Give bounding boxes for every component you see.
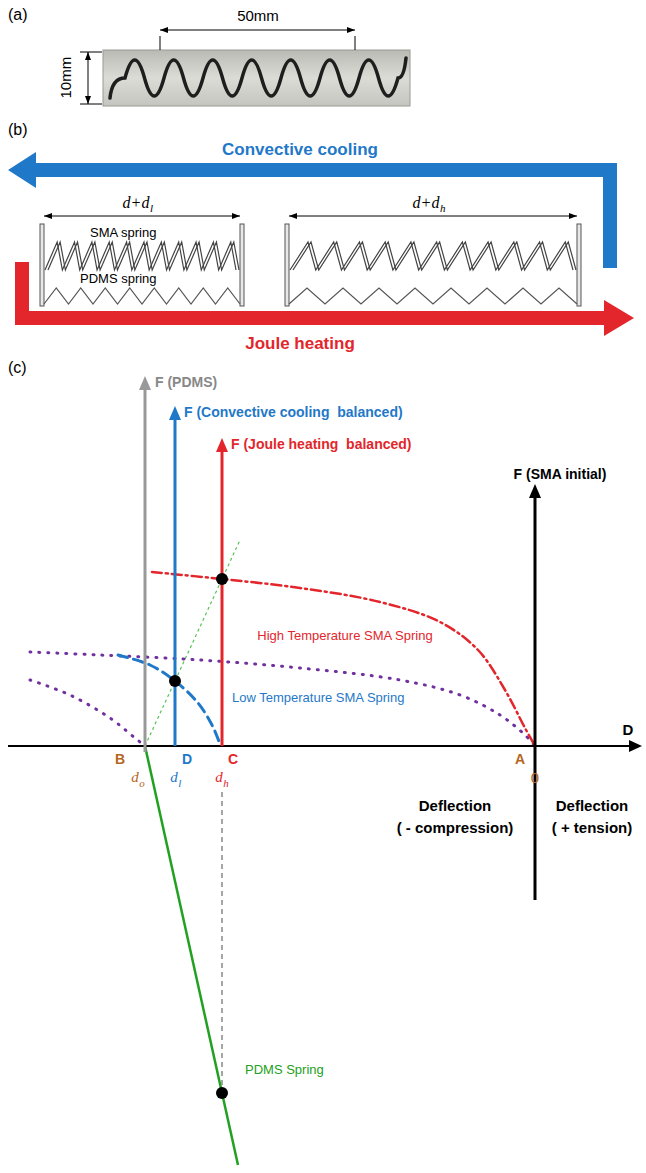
force-axis [534,496,537,900]
point-label: A [515,751,525,767]
sma-wire [110,58,406,98]
end-plate [577,224,581,306]
end-plate [40,224,44,306]
extension-line [355,36,356,50]
balance-dot [216,1087,228,1099]
axis-note: Deflection [419,797,492,814]
process-label: Joule heating [245,334,355,354]
dimension-label: 10mm [57,57,74,99]
cycle-panel [8,152,634,336]
axis-arrowhead [169,406,181,420]
panel-label: (a) [8,6,28,24]
axis-arrowhead [216,438,228,452]
pdms-zigzag [289,288,577,304]
heating-arrowhead [604,300,634,336]
low-temp-curve [118,655,220,744]
photo-panel [80,30,410,106]
axis-note: ( - compression) [397,819,514,836]
extension-line [80,104,102,105]
axis-label: F (SMA initial) [514,466,607,482]
subscript: o [139,777,145,790]
force-axis [221,450,224,746]
subscript: l [178,777,181,790]
point-label: B [115,751,125,767]
transition-curve [30,680,145,746]
heating-arrow [22,262,606,318]
part-label: SMA spring [90,226,156,241]
tick-label: d [131,769,139,786]
pdms-line [145,746,238,1165]
axis-label: F (PDMS) [155,374,217,390]
curve-label: High Temperature SMA Spring [257,629,432,644]
subscript: h [440,202,446,215]
point-label: C [228,751,238,767]
subscript: l [150,202,153,215]
tick-label: d [215,769,223,786]
panel-label: (c) [8,359,27,377]
axis-label: F (Convective cooling balanced) [184,404,403,420]
axis-arrowhead [629,740,642,752]
dimension-label: 50mm [237,7,279,24]
sma-coil [48,242,239,270]
axis-note: ( + tension) [552,819,632,836]
dimension-line [289,216,577,217]
axis-note: Deflection [556,797,629,814]
tick-label: 0 [531,769,539,786]
end-plate [285,224,289,306]
pdms-zigzag [44,288,240,304]
balance-dot [169,675,181,687]
axis-label: D [623,721,634,738]
panel-label: (b) [8,121,28,139]
force-axis [174,418,177,746]
force-plot [8,376,642,1165]
sma-coil [293,242,576,270]
guide-line [221,792,223,1093]
dimension-line [88,52,89,104]
axis-arrowhead [139,376,151,390]
dimension-line [44,216,240,217]
cooling-arrowhead [8,152,36,188]
cooling-arrow [34,170,610,268]
force-axis [144,388,147,752]
balance-dot [216,573,228,585]
tick-label: d [170,769,178,786]
curve-label: Low Temperature SMA Spring [232,691,404,706]
transition-curve [30,652,535,746]
subscript: h [223,777,229,790]
end-plate [240,224,244,306]
line-label: PDMS Spring [245,1063,324,1078]
pdms-mirror-line [145,540,240,746]
part-label: PDMS spring [80,272,157,287]
extension-line [80,52,102,53]
deflection-axis [8,745,632,747]
sma-coil [290,242,573,270]
process-label: Convective cooling [222,140,378,160]
pdms-strip [103,50,410,106]
axis-arrowhead [529,484,541,498]
dimension-line [160,30,355,31]
point-label: D [182,751,192,767]
length-label: d+d [123,194,150,212]
length-label: d+d [413,194,440,212]
extension-line [160,36,161,50]
axis-label: F (Joule heating balanced) [231,436,411,452]
